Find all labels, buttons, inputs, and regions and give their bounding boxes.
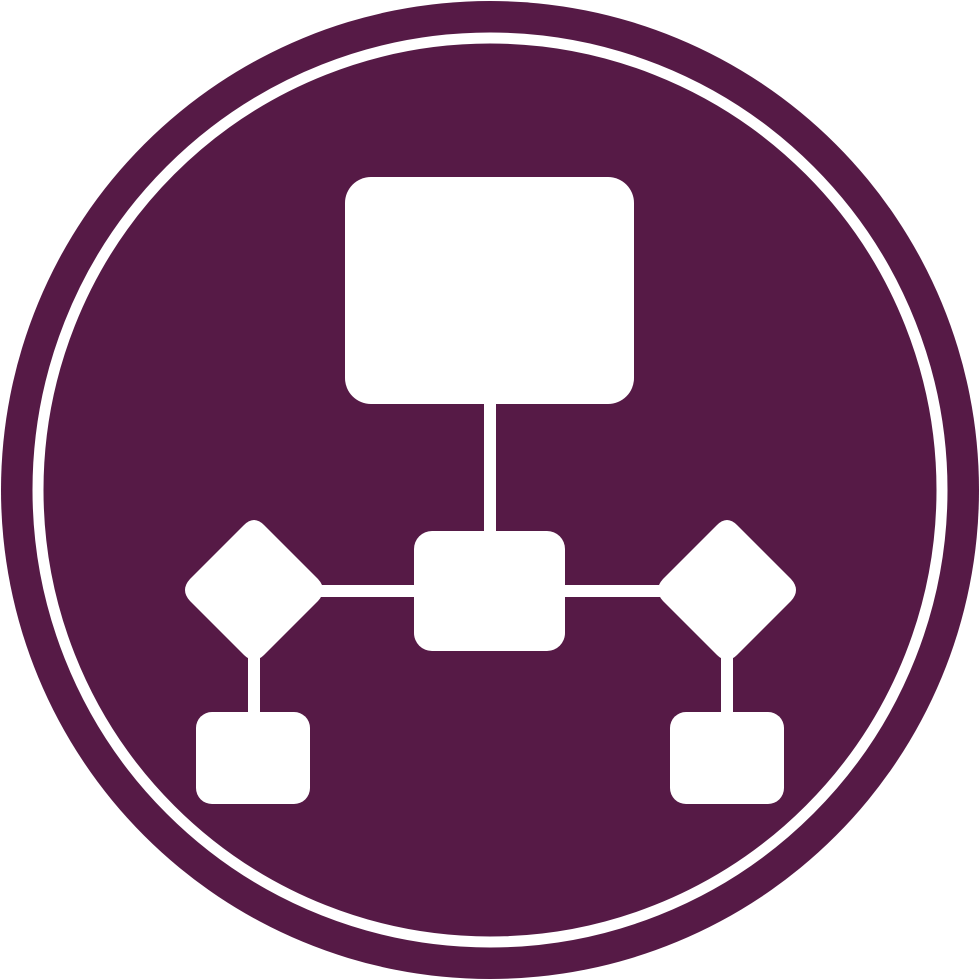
badge-inner-ring xyxy=(32,32,948,948)
bottom-left-process-box xyxy=(196,712,310,804)
left-decision-diamond xyxy=(185,520,323,660)
right-decision-diamond xyxy=(658,520,796,660)
center-process-box xyxy=(414,531,565,651)
bottom-right-process-box xyxy=(670,712,784,804)
top-process-box xyxy=(345,177,634,404)
